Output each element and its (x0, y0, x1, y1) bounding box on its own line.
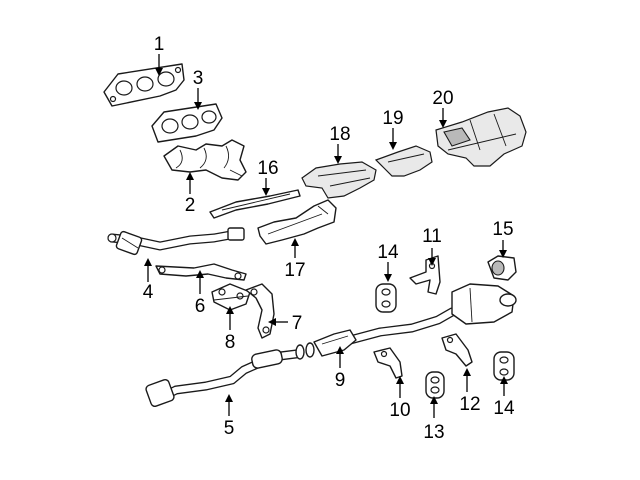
callout-13: 13 (423, 422, 444, 443)
callout-labels: 1 3 2 4 5 6 7 8 9 10 11 12 13 14 14 15 1… (143, 34, 515, 443)
part-11-hanger (409, 255, 441, 295)
part-18-heat-shield (301, 161, 377, 199)
part-3-manifold-gasket (151, 103, 223, 143)
callout-18: 18 (329, 124, 350, 145)
part-2-exhaust-manifold (163, 139, 247, 181)
part-20-heat-shield (435, 107, 527, 167)
part-12-hanger (441, 333, 473, 367)
callout-17: 17 (284, 260, 305, 281)
part-13-insulator (425, 371, 445, 399)
part-1-manifold-gasket (103, 63, 185, 107)
part-7-bracket (245, 283, 275, 339)
callout-4: 4 (143, 282, 154, 303)
callout-8: 8 (225, 332, 236, 353)
part-10-hanger (373, 347, 403, 379)
callout-2: 2 (185, 195, 196, 216)
part-9-center-pipe (305, 307, 457, 358)
callout-7: 7 (292, 313, 303, 334)
callout-1: 1 (154, 34, 165, 55)
callout-14-upper: 14 (377, 242, 399, 263)
part-14-insulator-upper (375, 283, 397, 313)
leader-arrows (144, 54, 508, 418)
callout-10: 10 (389, 400, 410, 421)
callout-3: 3 (193, 68, 204, 89)
callout-6: 6 (195, 296, 206, 317)
part-19-heat-shield (374, 145, 433, 177)
part-5-catalytic-pipe (145, 344, 305, 408)
callout-5: 5 (224, 418, 235, 439)
muffler (451, 283, 517, 325)
part-15-tail-extension (487, 255, 517, 281)
callout-15: 15 (492, 219, 513, 240)
callout-9: 9 (335, 370, 346, 391)
callout-11: 11 (422, 226, 442, 247)
callout-20: 20 (432, 88, 453, 109)
part-17-heat-shield (257, 199, 337, 245)
part-4-front-pipe (107, 227, 245, 256)
part-16-heat-shield (209, 189, 301, 219)
part-8-mount (211, 283, 251, 311)
callout-14-lower: 14 (493, 398, 515, 419)
callout-16: 16 (257, 158, 278, 179)
part-14-insulator-lower (493, 351, 515, 381)
callout-19: 19 (382, 108, 403, 129)
callout-12: 12 (459, 394, 480, 415)
